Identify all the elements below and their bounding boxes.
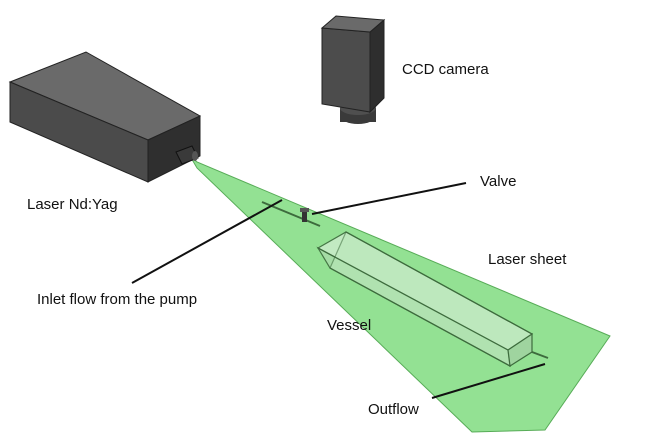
- ccd-camera-label: CCD camera: [402, 61, 489, 78]
- outflow-leader-line: [431, 363, 546, 399]
- ccd-camera-icon: [320, 15, 386, 124]
- outflow-pipe: [531, 351, 549, 359]
- laser-box-icon: [8, 51, 202, 183]
- laser-label: Laser Nd:Yag: [27, 196, 118, 213]
- valve-leader-line: [311, 182, 467, 215]
- vessel-label: Vessel: [327, 317, 371, 334]
- vessel-icon: [316, 231, 534, 368]
- outflow-label: Outflow: [368, 401, 419, 418]
- laser-sheet-label: Laser sheet: [488, 251, 567, 268]
- valve-icon: [300, 208, 309, 222]
- inlet-flow-label: Inlet flow from the pump: [37, 291, 197, 308]
- valve-label: Valve: [480, 173, 516, 190]
- inlet-leader-line: [131, 199, 283, 284]
